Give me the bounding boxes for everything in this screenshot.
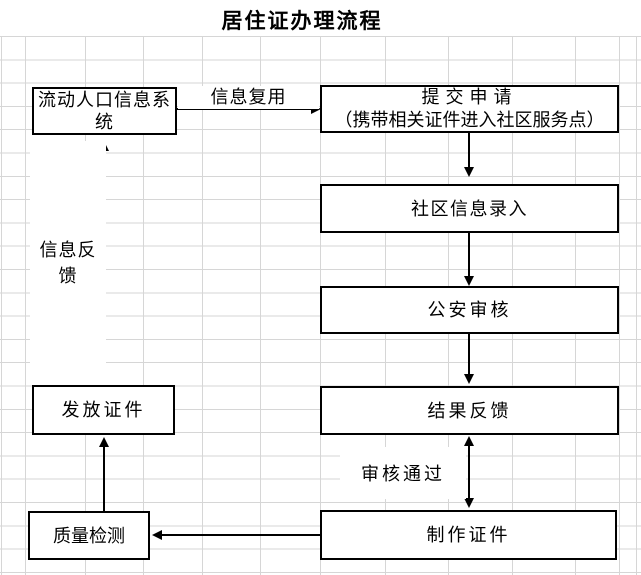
node-label: 质量检测 <box>53 525 125 546</box>
node-label: 社区信息录入 <box>411 198 528 219</box>
arrow-head-down <box>464 374 474 384</box>
node-make-certificate[interactable]: 制作证件 <box>320 510 617 560</box>
arrow-head-right <box>311 104 321 114</box>
arrow-line <box>468 334 470 374</box>
arrow-line <box>468 446 470 498</box>
node-label-line1: 提交申请 <box>421 87 518 107</box>
node-submit-application[interactable]: 提交申请 （携带相关证件进入社区服务点） <box>320 85 619 133</box>
edge-label-info-reuse[interactable]: 信息复用 <box>178 86 319 109</box>
node-label: 发放证件 <box>61 400 146 420</box>
arrow-head-down <box>464 276 474 286</box>
arrow-line <box>468 233 470 276</box>
arrow-head-down <box>464 167 474 177</box>
arrow-line <box>468 133 470 167</box>
node-issue-certificate[interactable]: 发放证件 <box>32 385 175 435</box>
arrow-line <box>177 108 311 110</box>
node-label: 结果反馈 <box>427 400 512 421</box>
arrow-head-up <box>99 437 109 447</box>
edge-label-approved[interactable]: 审核通过 <box>340 447 466 499</box>
node-quality-check[interactable]: 质量检测 <box>28 511 150 560</box>
arrow-head-left <box>152 530 162 540</box>
node-label-line2: （携带相关证件进入社区服务点） <box>334 110 605 130</box>
arrow-line <box>162 534 320 536</box>
arrow-head-down <box>464 498 474 508</box>
node-result-feedback[interactable]: 结果反馈 <box>320 386 619 435</box>
node-label: 流动人口信息系统 <box>38 90 171 132</box>
arrow-line <box>103 447 105 511</box>
node-community-info-entry[interactable]: 社区信息录入 <box>320 184 619 233</box>
flowchart-title: 居住证办理流程 <box>221 9 383 33</box>
node-floating-population-system[interactable]: 流动人口信息系统 <box>32 87 177 135</box>
node-label: 制作证件 <box>426 525 511 545</box>
edge-label-text: 信息反馈 <box>39 240 97 286</box>
arrow-head-up <box>464 436 474 446</box>
edge-label-info-feedback[interactable]: 信息反馈 <box>30 141 106 385</box>
node-police-review[interactable]: 公安审核 <box>320 286 619 334</box>
node-label: 公安审核 <box>427 300 512 320</box>
